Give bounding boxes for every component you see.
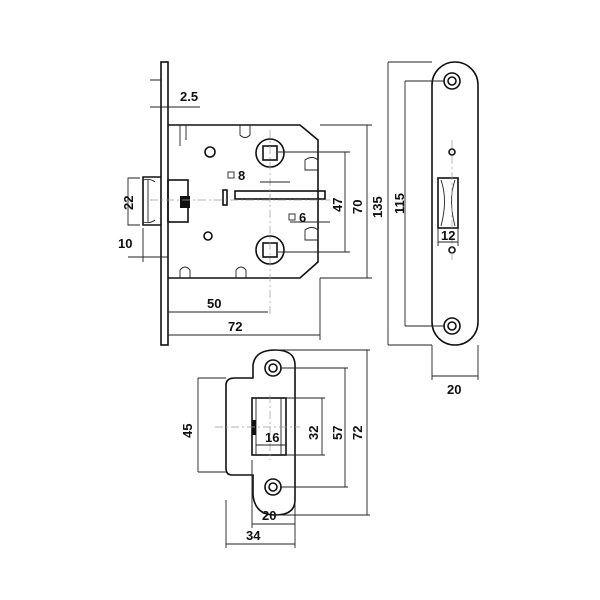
faceplate-strip xyxy=(160,61,169,346)
square-icon xyxy=(227,171,235,179)
dim-spindle-spacing: 47 xyxy=(330,198,345,212)
faceplate xyxy=(431,61,479,346)
dim-strike-height: 72 xyxy=(350,426,365,440)
dim-screw-spacing: 115 xyxy=(392,193,407,214)
lock-case xyxy=(168,124,319,279)
lock-body-view: 2.5 22 10 8 6 47 70 135 50 72 xyxy=(118,61,385,346)
dim-body-inner-height: 70 xyxy=(350,200,365,214)
dim-faceplate-thickness: 2.5 xyxy=(180,89,198,104)
dim-window-width: 16 xyxy=(265,430,279,445)
latch-bolt xyxy=(142,176,161,226)
dim-backset: 50 xyxy=(207,296,221,311)
dim-faceplate-width: 20 xyxy=(447,382,461,397)
dim-strike-inner-width: 20 xyxy=(262,508,276,523)
dim-latch-slot-width: 12 xyxy=(441,228,455,243)
strike-plate xyxy=(225,349,296,516)
dim-body-depth: 72 xyxy=(228,319,242,334)
strike-plate-view: 45 16 32 57 72 20 34 xyxy=(180,349,370,548)
dim-lower-square: 6 xyxy=(299,210,306,225)
dim-strike-width: 34 xyxy=(246,528,261,543)
square-icon xyxy=(288,213,296,221)
dim-body-height: 135 xyxy=(370,196,385,218)
dim-box-height: 45 xyxy=(180,424,195,438)
dim-window-height: 32 xyxy=(306,426,321,440)
dim-spindle-square: 8 xyxy=(238,168,245,183)
dim-strike-screw-spacing: 57 xyxy=(330,426,345,440)
dim-latch-projection: 10 xyxy=(118,236,132,251)
faceplate-view: 115 12 20 xyxy=(387,61,479,397)
dim-latch-height: 22 xyxy=(121,196,136,210)
